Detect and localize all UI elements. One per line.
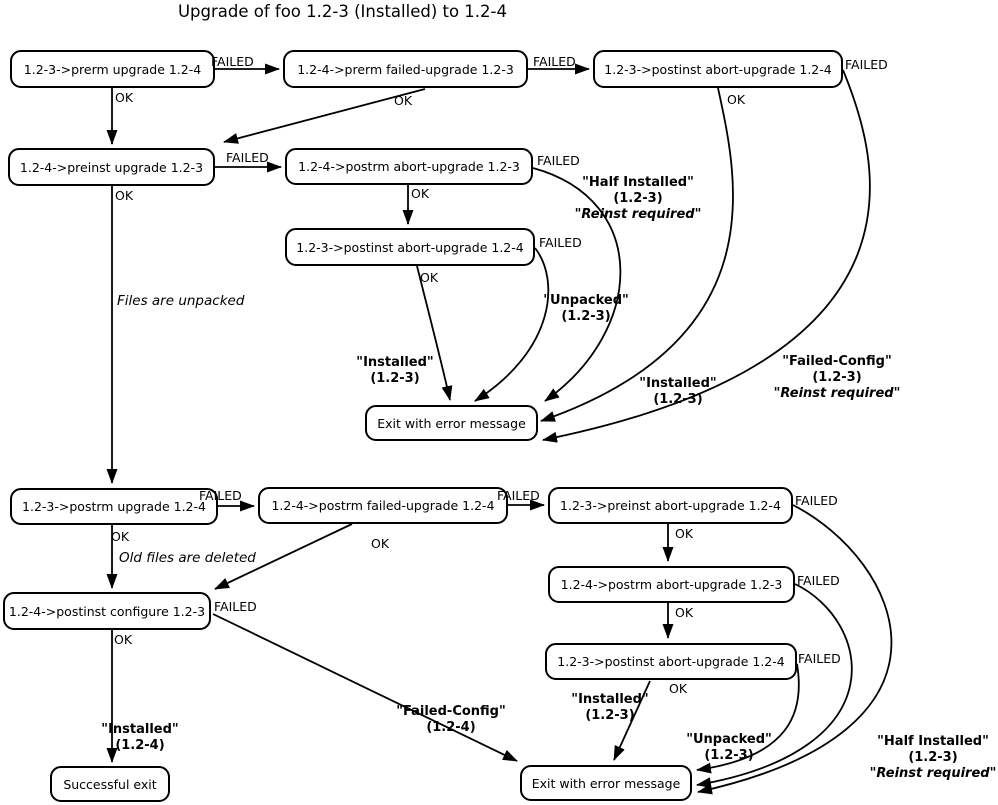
state-label-failed-config-bottom: "Failed-Config" (1.2-4)	[396, 704, 506, 736]
edge-label-failed: FAILED	[539, 235, 582, 250]
edge-postinst-abort-top-failed	[542, 69, 871, 443]
state-line: "Failed-Config"	[782, 354, 892, 369]
edge-label-failed: FAILED	[214, 599, 257, 614]
edge-label-failed: FAILED	[226, 150, 269, 165]
note-files-unpacked: Files are unpacked	[117, 293, 245, 309]
edge-label-ok: OK	[115, 90, 134, 105]
edge-postrm-failed-upgrade-ok	[214, 523, 353, 590]
node-postinst-abort-upgrade-bottom: 1.2-3->postinst abort-upgrade 1.2-4	[545, 643, 797, 680]
node-exit-error-mid: Exit with error message	[365, 405, 538, 441]
edge-label-ok: OK	[394, 93, 413, 108]
state-label-installed-mid-left: "Installed" (1.2-3)	[356, 355, 433, 387]
state-line: "Reinst required"	[773, 386, 901, 401]
edge-preinst-abort-failed	[697, 504, 893, 795]
node-preinst-abort-upgrade: 1.2-3->preinst abort-upgrade 1.2-4	[548, 487, 793, 524]
node-successful-exit: Successful exit	[50, 766, 170, 802]
edge-postrm-abort-top-failed	[532, 167, 622, 402]
diagram-title: Upgrade of foo 1.2-3 (Installed) to 1.2-…	[177, 2, 508, 21]
node-preinst-upgrade: 1.2-4->preinst upgrade 1.2-3	[8, 148, 215, 186]
edge-label-ok: OK	[371, 536, 390, 551]
state-label-half-installed-bottom: "Half Installed" (1.2-3) "Reinst require…	[870, 734, 997, 782]
edge-label-ok: OK	[727, 92, 746, 107]
edge-postinst-abort-mid-failed	[474, 247, 550, 402]
state-line: (1.2-3)	[653, 392, 703, 407]
edge-label-failed: FAILED	[199, 488, 242, 503]
state-line: (1.2-3)	[561, 309, 611, 324]
state-line: (1.2-3)	[704, 748, 754, 763]
node-postinst-abort-upgrade-mid: 1.2-3->postinst abort-upgrade 1.2-4	[285, 228, 535, 266]
node-prerm-upgrade: 1.2-3->prerm upgrade 1.2-4	[10, 50, 215, 88]
state-label-half-installed-top: "Half Installed" (1.2-3) "Reinst require…	[575, 175, 702, 223]
node-exit-error-bottom: Exit with error message	[520, 765, 692, 801]
edge-label-ok: OK	[111, 529, 130, 544]
node-postrm-upgrade: 1.2-3->postrm upgrade 1.2-4	[10, 488, 218, 525]
edge-label-failed: FAILED	[211, 54, 254, 69]
node-postinst-configure: 1.2-4->postinst configure 1.2-3	[3, 592, 211, 630]
node-postinst-abort-upgrade-top: 1.2-3->postinst abort-upgrade 1.2-4	[593, 50, 843, 88]
node-postrm-abort-upgrade-top: 1.2-4->postrm abort-upgrade 1.2-3	[285, 148, 533, 185]
node-postrm-abort-upgrade-bottom: 1.2-4->postrm abort-upgrade 1.2-3	[548, 566, 795, 603]
node-postrm-failed-upgrade: 1.2-4->postrm failed-upgrade 1.2-4	[258, 487, 508, 524]
state-line: (1.2-3)	[908, 750, 958, 765]
state-line: (1.2-3)	[585, 708, 635, 723]
edge-label-failed: FAILED	[533, 54, 576, 69]
state-line: "Installed"	[101, 722, 179, 737]
edge-postinst-abort-mid-ok	[416, 265, 453, 401]
edge-label-failed: FAILED	[795, 493, 838, 508]
state-line: "Failed-Config"	[396, 704, 506, 719]
edge-postinst-abort-bottom-failed	[696, 663, 800, 774]
state-line: "Installed"	[356, 355, 434, 370]
edge-label-failed: FAILED	[845, 57, 888, 72]
state-line: "Installed"	[571, 692, 649, 707]
edge-label-failed: FAILED	[497, 488, 540, 503]
state-line: (1.2-3)	[812, 370, 862, 385]
state-line: (1.2-4)	[115, 738, 165, 753]
edge-postinst-abort-bottom-ok	[613, 680, 651, 761]
state-line: "Half Installed"	[877, 734, 989, 749]
edge-label-ok: OK	[675, 605, 694, 620]
edge-prerm-failed-upgrade-ok	[223, 88, 426, 144]
edge-label-ok: OK	[114, 632, 133, 647]
edge-label-failed: FAILED	[797, 573, 840, 588]
edge-postinst-configure-failed	[212, 613, 518, 762]
state-line: "Reinst required"	[869, 766, 997, 781]
state-line: "Unpacked"	[686, 732, 772, 747]
state-line: "Installed"	[639, 376, 717, 391]
state-line: (1.2-3)	[613, 191, 663, 206]
edge-label-ok: OK	[675, 526, 694, 541]
node-prerm-failed-upgrade: 1.2-4->prerm failed-upgrade 1.2-3	[283, 50, 528, 88]
state-line: (1.2-4)	[426, 720, 476, 735]
note-old-files-deleted: Old files are deleted	[119, 550, 256, 566]
edge-postrm-abort-bottom-failed	[696, 583, 853, 789]
state-label-failed-config-mid: "Failed-Config" (1.2-3) "Reinst required…	[774, 354, 901, 402]
state-line: "Half Installed"	[582, 175, 694, 190]
edge-postinst-abort-top-ok	[540, 87, 734, 422]
state-line: "Reinst required"	[574, 207, 702, 222]
state-label-installed-bottom-left: "Installed" (1.2-4)	[101, 722, 178, 754]
state-label-installed-bottom-right: "Installed" (1.2-3)	[571, 692, 648, 724]
state-label-installed-mid-right: "Installed" (1.2-3)	[639, 376, 716, 408]
state-label-unpacked-top: "Unpacked" (1.2-3)	[543, 293, 629, 325]
state-label-unpacked-bottom: "Unpacked" (1.2-3)	[686, 732, 772, 764]
state-line: "Unpacked"	[543, 293, 629, 308]
edge-label-failed: FAILED	[798, 651, 841, 666]
edge-label-ok: OK	[115, 188, 134, 203]
edge-label-failed: FAILED	[537, 153, 580, 168]
edge-label-ok: OK	[420, 270, 439, 285]
edge-label-ok: OK	[411, 186, 430, 201]
edge-label-ok: OK	[669, 681, 688, 696]
state-line: (1.2-3)	[370, 371, 420, 386]
